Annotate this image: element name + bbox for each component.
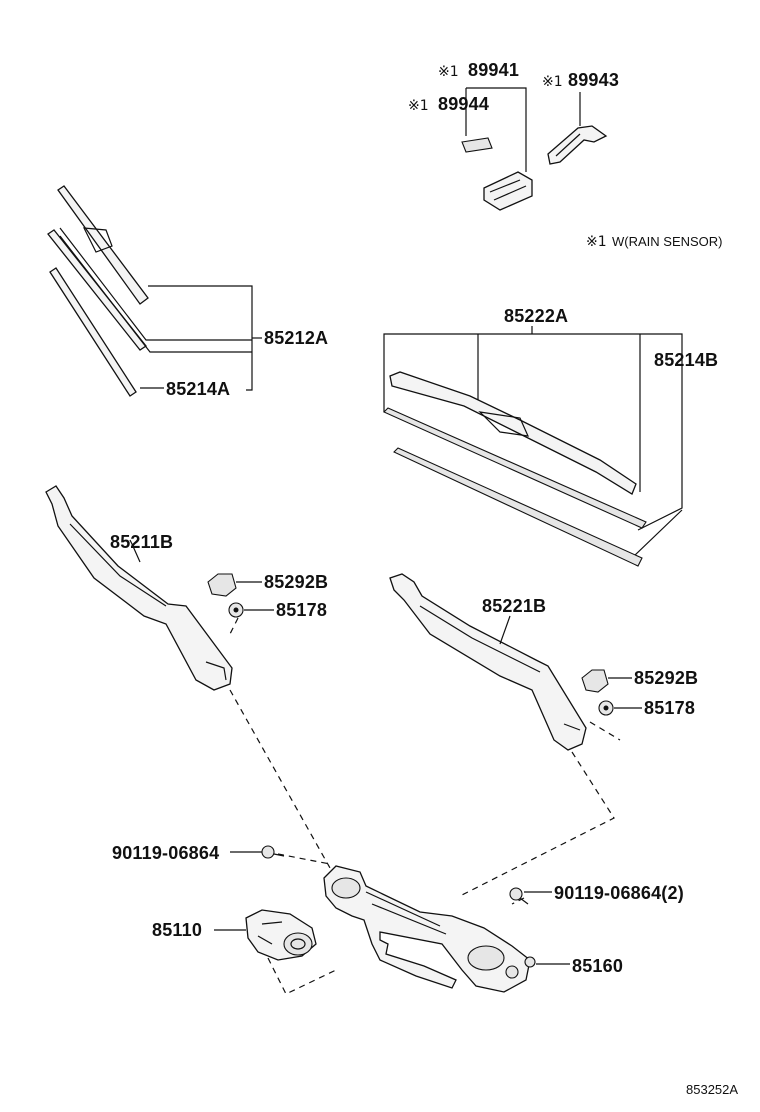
arm-cap-85292B-left	[207, 573, 237, 597]
left-blade-refill	[49, 267, 137, 397]
assembly-line-motor	[267, 957, 337, 995]
assembly-line-bolt-left	[277, 853, 331, 865]
label-90119-right: 90119-06864(2)	[554, 883, 684, 903]
label-85160: 85160	[572, 956, 623, 976]
wiper-motor-85110: 85110	[152, 909, 317, 961]
bolt-left-group: 90119-06864	[112, 843, 285, 863]
label-89943-mark: ※1	[542, 74, 563, 90]
right-blade-group: 85222A 85214B	[383, 306, 718, 567]
left-blade-group: 85212A 85214A	[47, 185, 328, 399]
sensor-pad-89944	[461, 137, 493, 153]
label-85221B: 85221B	[482, 596, 546, 616]
left-wiper-blade-upper	[57, 185, 149, 305]
label-85292B-left: 85292B	[264, 572, 328, 592]
rain-sensor-89941	[483, 171, 533, 211]
label-85222A: 85222A	[504, 306, 568, 326]
note-text: W(RAIN SENSOR)	[612, 234, 723, 249]
bolt-90119-left	[261, 845, 275, 859]
label-85214B: 85214B	[654, 350, 718, 370]
label-89941-mark: ※1	[438, 64, 459, 80]
label-85178-right: 85178	[644, 698, 695, 718]
label-85292B-right: 85292B	[634, 668, 698, 688]
label-85214A: 85214A	[166, 379, 230, 399]
note-mark: ※1	[586, 234, 607, 250]
label-90119-left: 90119-06864	[112, 843, 219, 863]
diagram-reference: 853252A	[686, 1082, 738, 1097]
right-blade-refill	[393, 447, 643, 567]
label-89944-mark: ※1	[408, 98, 429, 114]
right-arm-group: 85221B 85292B 85178	[389, 573, 698, 751]
label-89941: 89941	[468, 60, 519, 80]
right-blade-rubber	[383, 407, 647, 529]
label-89944: 89944	[438, 94, 489, 114]
bracket-85212A	[148, 285, 253, 391]
label-85211B: 85211B	[110, 532, 173, 552]
assembly-line-left-arm	[229, 689, 331, 869]
right-wiper-blade	[389, 371, 637, 495]
arm-cap-85292B-right	[581, 669, 609, 693]
label-85178-left: 85178	[276, 600, 327, 620]
bracket-85222A	[383, 333, 683, 531]
bolt-90119-right	[509, 887, 523, 901]
assembly-line-right-arm	[459, 751, 615, 897]
bolt-right-group: 90119-06864(2)	[509, 883, 684, 905]
label-89943: 89943	[568, 70, 619, 90]
rain-sensor-group: ※1 89941 ※1 89944 ※1 89943 ※1 W(RAIN SEN…	[408, 60, 723, 250]
left-arm-group: 85211B 85292B 85178	[45, 485, 328, 691]
leader-89941	[466, 87, 527, 172]
label-85110: 85110	[152, 920, 202, 940]
sensor-bracket-89943	[547, 125, 608, 165]
wiper-link-85160: 85160	[323, 865, 623, 993]
label-85212A: 85212A	[264, 328, 328, 348]
